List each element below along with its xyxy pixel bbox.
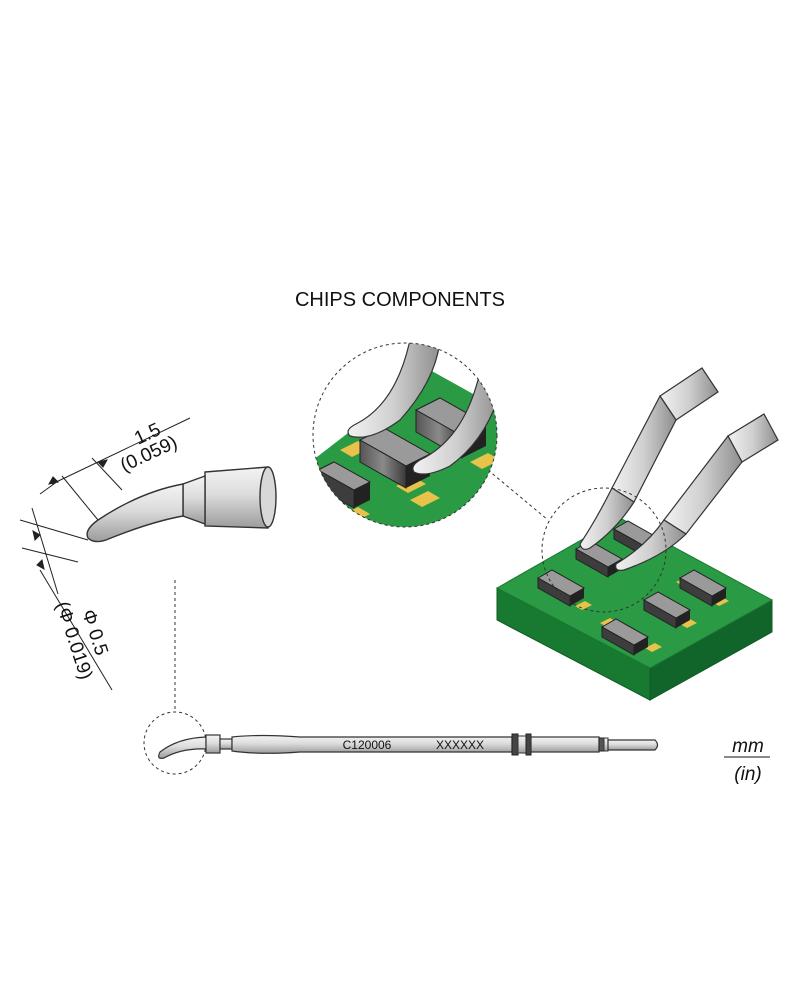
length-dimension <box>39 417 191 521</box>
full-tip <box>143 711 659 775</box>
unit-primary: mm <box>732 736 764 757</box>
diameter-dimension <box>19 507 113 691</box>
unit-secondary: (in) <box>734 764 761 785</box>
part-number-label: C120006 <box>343 738 392 752</box>
tweezer-left <box>579 367 719 550</box>
page-title: CHIPS COMPONENTS <box>295 289 505 311</box>
tweezer-right <box>615 413 779 571</box>
tip-closeup <box>86 466 277 543</box>
board-detail-circle <box>541 487 667 613</box>
magnified-view <box>312 342 498 528</box>
pcb-board <box>495 517 774 701</box>
magnify-leader <box>487 469 549 521</box>
serial-label: XXXXXX <box>436 738 484 752</box>
